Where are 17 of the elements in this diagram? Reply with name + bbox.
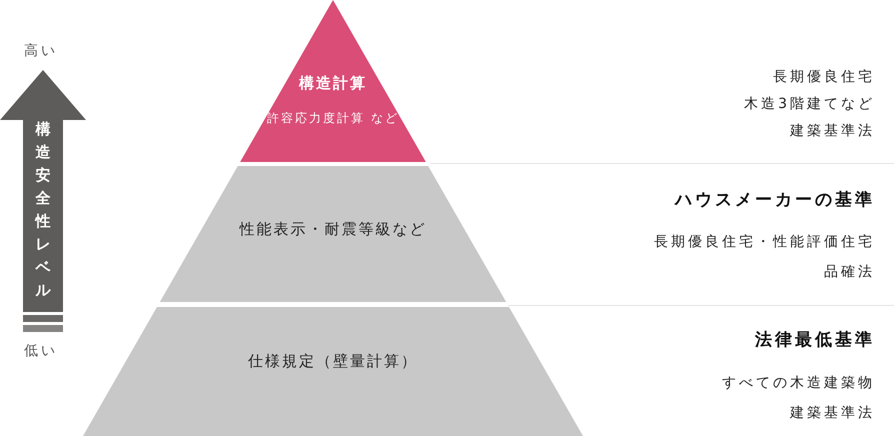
high-label: 高い [24,42,58,60]
criteria-item: すべての木造建築物 [722,374,875,392]
criteria-item: 木造3階建てなど [744,95,875,113]
criteria-heading: ハウスメーカーの基準 [675,189,875,211]
criteria-item: 長期優良住宅 [773,68,875,86]
criteria-item: 長期優良住宅・性能評価住宅 [654,233,875,251]
axis-title: 構造安全性レベル [35,119,51,301]
tier-note: 許容応力度計算 など [267,110,399,127]
low-label: 低い [24,342,58,360]
criteria-heading: 法律最低基準 [755,329,875,351]
tier-title: 構造計算 [298,74,367,93]
criteria-item: 建築基準法 [790,404,875,422]
tier-title: 仕様規定（壁量計算） [248,352,418,371]
criteria-item: 品確法 [824,263,875,281]
tier-title: 性能表示・耐震等級など [239,220,426,239]
up-arrow [0,70,86,332]
criteria-item: 建築基準法 [790,122,875,140]
